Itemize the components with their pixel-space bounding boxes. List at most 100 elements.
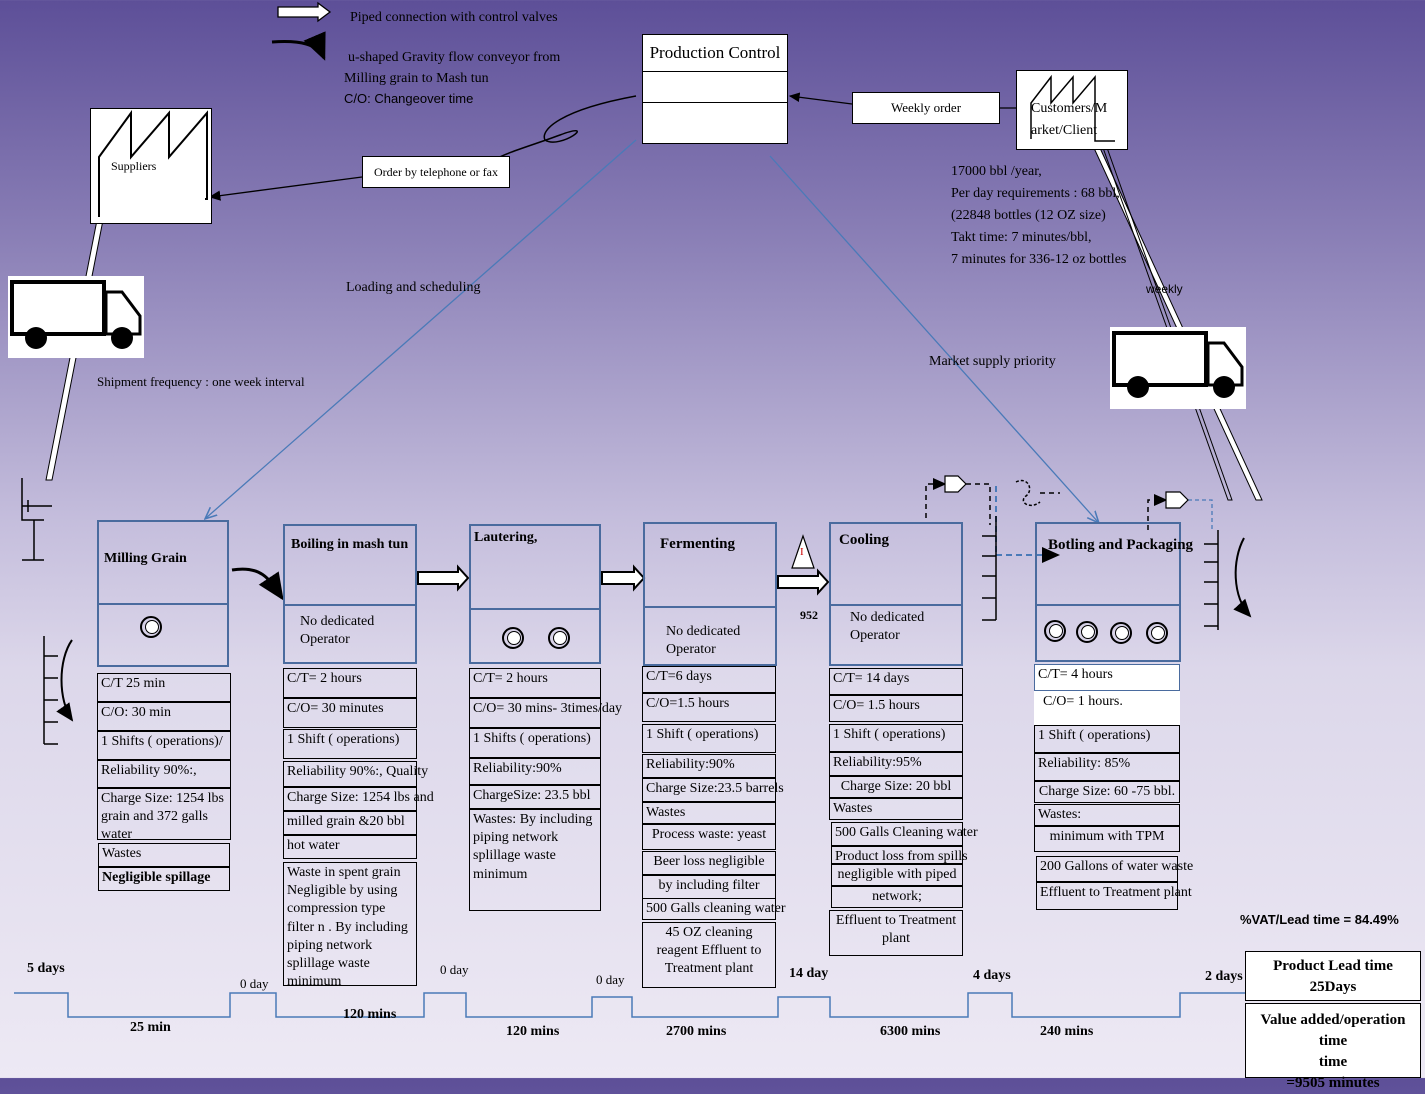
data-box-row: Wastes:	[1034, 804, 1180, 826]
process-time-label: 120 mins	[506, 1024, 560, 1039]
value-added-value: =9505 minutes	[1286, 1075, 1380, 1091]
wait-time-label: 0 day	[440, 962, 469, 977]
data-box-row: C/T= 2 hours	[469, 668, 601, 698]
process-fermenting	[643, 522, 777, 666]
data-box-row: 1 Shift ( operations)	[283, 729, 417, 759]
inventory-count: 952	[800, 608, 818, 622]
data-box-row: Charge Size: 1254 lbs grain and 372 gall…	[97, 788, 231, 842]
process-time-label: 6300 mins	[880, 1024, 941, 1039]
process-time-label: 2700 mins	[666, 1024, 727, 1039]
operator-icon	[1110, 622, 1132, 644]
data-box-row: Reliability: 85%	[1034, 753, 1180, 781]
process-milling	[97, 520, 229, 667]
wait-time-label: 4 days	[973, 968, 1011, 983]
operator-icon	[140, 616, 162, 638]
legend-changeover-label: C/O: Changeover time	[344, 91, 474, 106]
factory-icon	[1030, 74, 1115, 142]
data-box-row: 1 Shifts ( operations)	[469, 728, 601, 758]
wastes-value: Negligible spillage	[98, 867, 230, 891]
wait-time-label: 0 day	[240, 976, 269, 991]
market-supply-label: Market supply priority	[929, 354, 1056, 369]
demand-line-2: Per day requirements : 68 bbl,	[951, 186, 1120, 201]
data-box-row: C/O: 30 min	[97, 702, 231, 731]
lead-time-title: Product Lead time	[1273, 958, 1393, 974]
operator-icon	[1044, 620, 1066, 642]
suppliers-factory: Suppliers	[90, 108, 212, 224]
data-box-row: 500 Galls Cleaning water	[831, 822, 978, 846]
extra-note: Effluent to Treatment plant	[829, 910, 963, 956]
wait-time-label: 14 day	[789, 966, 829, 981]
data-box-row: Reliability:90%	[642, 754, 776, 778]
demand-line-4: Takt time: 7 minutes/bbl,	[951, 230, 1092, 245]
value-added-box: Value added/operation time time =9505 mi…	[1245, 1003, 1421, 1091]
data-box-row: 500 Galls cleaning water	[642, 898, 786, 920]
legend-piped-arrow	[277, 1, 332, 23]
data-box-row: Process waste: yeast	[642, 824, 776, 850]
shipment-frequency-label: Shipment frequency : one week interval	[97, 374, 305, 389]
data-box-row: negligible with piped	[831, 864, 963, 886]
customer-truck-icon	[1110, 327, 1246, 409]
lead-time-box: Product Lead time 25Days	[1245, 951, 1421, 1001]
data-box-row: ChargeSize: 23.5 bbl	[469, 785, 601, 809]
wait-time-label: 2 days	[1205, 969, 1243, 984]
data-box-row: 1 Shift ( operations)	[829, 724, 963, 752]
operator-icon	[502, 627, 524, 649]
data-box-row: Wastes	[642, 802, 776, 824]
data-box-row: C/T= 4 hours	[1034, 664, 1180, 691]
customers-factory: Customers/M arket/Client	[1016, 70, 1128, 150]
data-box-row: Reliability 90%:, Quality	[283, 761, 428, 787]
data-box-row: minimum with TPM	[1034, 826, 1180, 852]
process-cooling	[829, 522, 963, 666]
data-box-row: Charge Size: 60 -75 bbl.	[1034, 781, 1180, 803]
operator-icon	[1076, 621, 1098, 643]
legend-piped-label: Piped connection with control valves	[350, 10, 558, 25]
data-box-row: 1 Shift ( operations)	[1034, 725, 1180, 753]
value-added-title-2: time	[1318, 1054, 1348, 1070]
data-box-row: C/O= 30 mins- 3times/day	[469, 698, 622, 728]
operator-note: No dedicated Operator	[300, 614, 375, 648]
data-box-row: Effluent to Treatment plant	[1036, 882, 1192, 910]
data-box-row: Beer loss negligible	[642, 851, 776, 875]
data-box-row: by including filter	[642, 875, 776, 899]
wastes-value: Wastes: By including piping network spli…	[469, 809, 601, 911]
data-box-row: Reliability 90%:,	[97, 760, 231, 788]
wait-time-label: 0 day	[596, 972, 625, 987]
process-time-label: 120 mins	[343, 1007, 397, 1022]
data-box-row: Charge Size:23.5 barrels	[642, 778, 784, 802]
process-bottling	[1035, 522, 1181, 662]
legend-gravity-label-1: u-shaped Gravity flow conveyor from	[348, 50, 561, 65]
data-box-row: Product loss from spills	[831, 846, 968, 864]
weekly-order-box: Weekly order	[852, 92, 1000, 124]
production-control-box: Production Control	[642, 34, 788, 144]
wastes-label: Wastes	[98, 843, 230, 867]
wastes-value: Waste in spent grain Negligible by using…	[283, 862, 417, 989]
data-box-row: Wastes	[829, 798, 963, 820]
value-added-title: Value added/operation time	[1260, 1012, 1406, 1049]
suppliers-label: Suppliers	[111, 159, 157, 173]
production-control-title: Production Control	[643, 35, 787, 72]
process-title: Botling and Packaging	[1048, 537, 1194, 553]
supplier-truck-icon	[8, 276, 144, 358]
data-box-row: C/O=1.5 hours	[642, 693, 776, 722]
process-title: Milling Grain	[104, 551, 187, 566]
data-box-row: C/T= 14 days	[829, 668, 963, 695]
data-box-row: C/O= 1.5 hours	[829, 695, 963, 722]
inventory-marker: I	[800, 546, 804, 558]
data-box-row: Charge Size: 20 bbl	[829, 776, 963, 798]
data-box-row: Reliability:95%	[829, 752, 963, 776]
legend-gravity-arrow	[271, 31, 326, 61]
data-box-row: C/T 25 min	[97, 673, 231, 702]
data-box-row: hot water	[283, 835, 417, 859]
data-box-row: C/T=6 days	[642, 666, 776, 693]
lead-time-value: 25Days	[1309, 979, 1357, 995]
data-box-row: network;	[831, 886, 963, 908]
data-box-row: Charge Size: 1254 lbs and	[283, 787, 434, 811]
operator-note: No dedicated Operator	[666, 624, 741, 658]
data-box-row: 1 Shift ( operations)	[642, 724, 776, 753]
legend-gravity-label-2: Milling grain to Mash tun	[344, 71, 489, 86]
customers-label: Customers/M arket/Client	[1031, 101, 1108, 138]
data-box-row: Reliability:90%	[469, 758, 601, 785]
loading-scheduling-label: Loading and scheduling	[346, 280, 481, 295]
demand-line-1: 17000 bbl /year,	[951, 164, 1042, 179]
operator-icon	[1146, 622, 1168, 644]
